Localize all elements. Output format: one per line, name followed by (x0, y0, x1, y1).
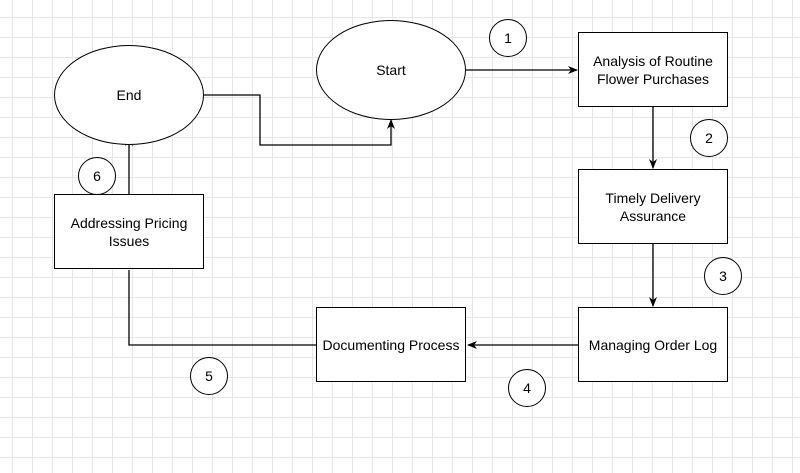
step-badge-5: 5 (190, 357, 228, 395)
step-badge-3: 3 (704, 257, 742, 295)
managing-order-log-node[interactable]: Managing Order Log (578, 307, 728, 382)
analysis-node-label: Analysis of Routine Flower Purchases (593, 52, 713, 87)
timely-delivery-node-label: Timely Delivery Assurance (605, 189, 701, 224)
start-node[interactable]: Start (316, 20, 466, 120)
edge-documenting-to-pricing (128, 270, 316, 346)
documenting-process-node[interactable]: Documenting Process (316, 307, 466, 382)
start-node-label: Start (376, 62, 406, 78)
step-badge-6: 6 (78, 157, 116, 195)
step-badge-1: 1 (489, 19, 527, 57)
step-badge-2: 2 (690, 119, 728, 157)
analysis-node[interactable]: Analysis of Routine Flower Purchases (578, 32, 728, 107)
step-badge-4: 4 (508, 369, 546, 407)
addressing-pricing-node[interactable]: Addressing Pricing Issues (54, 194, 204, 269)
end-node[interactable]: End (54, 45, 204, 145)
edge-end-to-start (204, 94, 395, 146)
timely-delivery-node[interactable]: Timely Delivery Assurance (578, 169, 728, 244)
documenting-process-node-label: Documenting Process (322, 336, 460, 353)
end-node-label: End (116, 87, 142, 103)
addressing-pricing-node-label: Addressing Pricing Issues (70, 214, 188, 249)
managing-order-log-node-label: Managing Order Log (588, 336, 718, 353)
